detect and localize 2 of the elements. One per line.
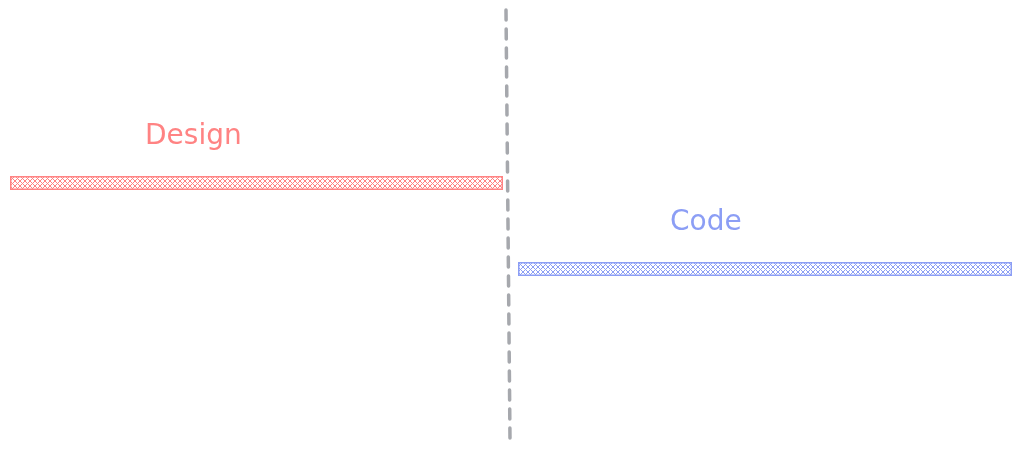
bar-label: Code: [670, 204, 742, 237]
bar-label: Design: [145, 118, 242, 151]
